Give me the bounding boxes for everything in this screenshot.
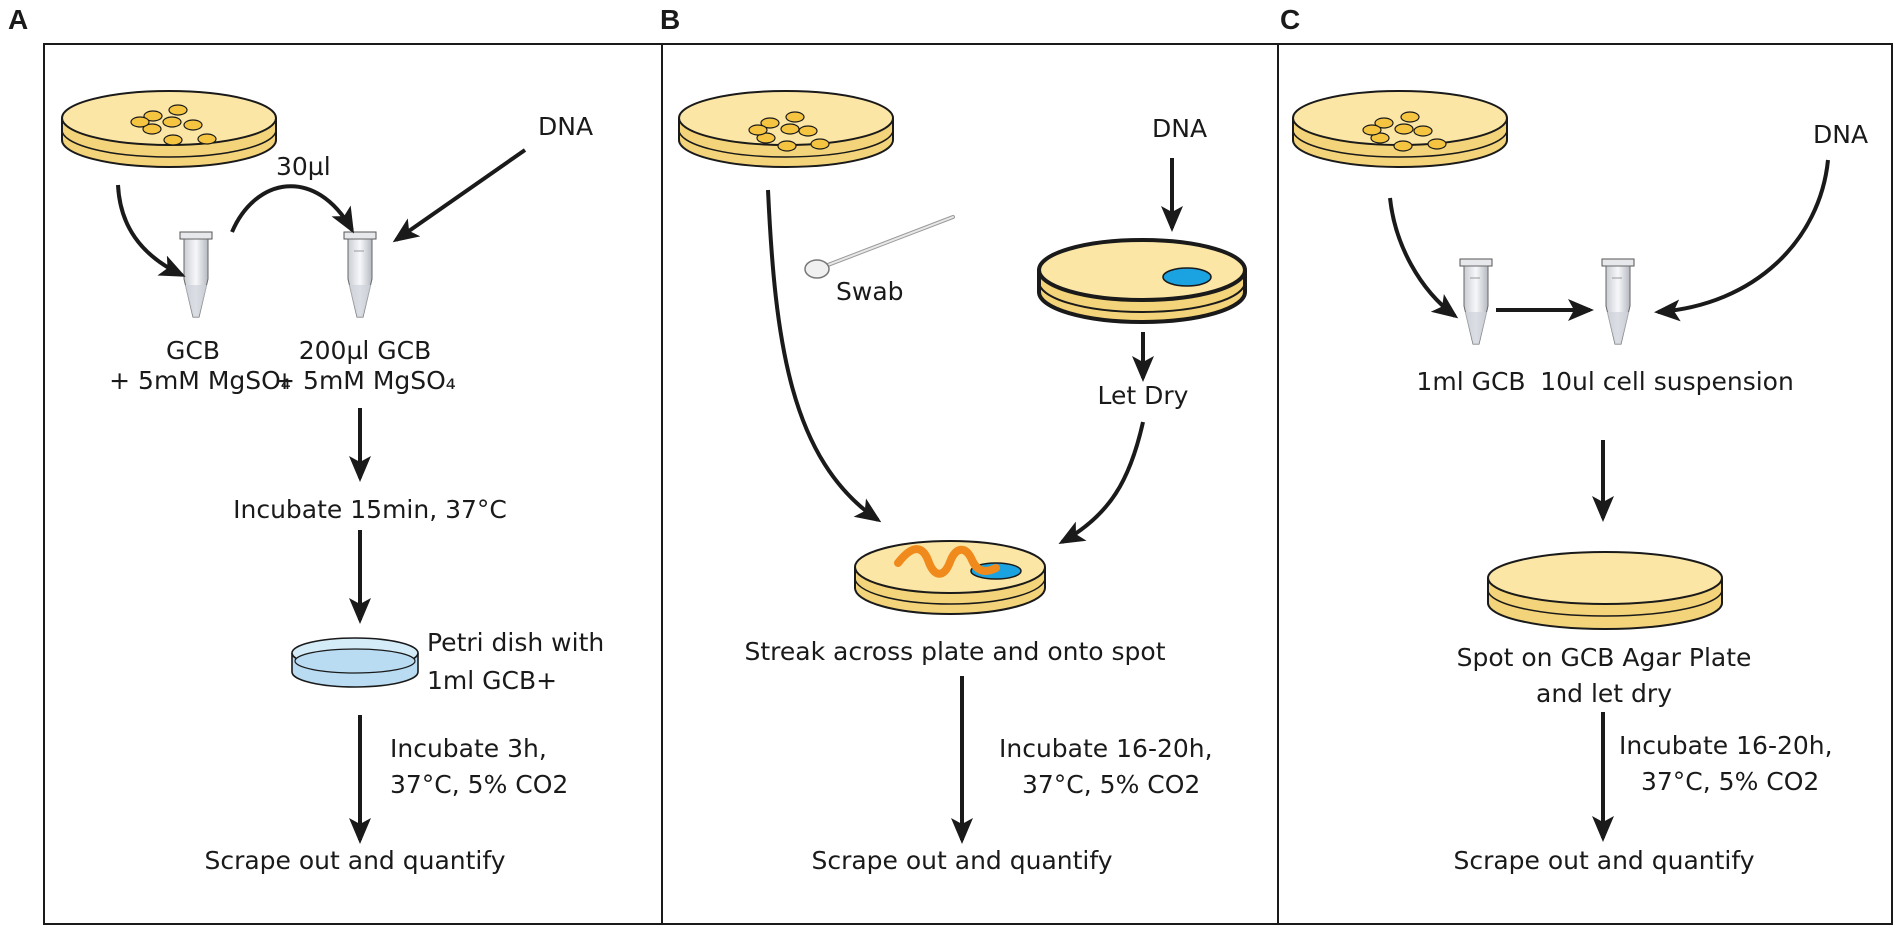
- panel-a-tube2-label-1: 200µl GCB: [298, 336, 432, 365]
- panel-a-tube-2: [343, 231, 377, 318]
- panel-a-petri-label-1: Petri dish with: [427, 628, 605, 657]
- panel-c-tube-2: [1601, 258, 1635, 345]
- panel-a-arrow-plate-to-tube: [116, 184, 186, 277]
- panel-b-streak-label: Streak across plate and onto spot: [744, 637, 1166, 666]
- panel-b-incubate-label-1: Incubate 16-20h,: [999, 734, 1213, 763]
- panel-c-spot-label-2: and let dry: [1536, 679, 1672, 708]
- panel-b-colony-plate: [678, 90, 894, 168]
- panel-b-arrow-plate-to-streak: [766, 189, 882, 523]
- panel-a-incubate2-label-2: 37°C, 5% CO2: [390, 770, 569, 799]
- panel-c-border: [1277, 43, 1893, 925]
- panel-a-border: [43, 43, 663, 925]
- panel-c-scrape-label: Scrape out and quantify: [1453, 846, 1755, 875]
- panel-a-tube1-label-1: GCB: [166, 336, 220, 365]
- panel-c-colony-plate: [1292, 90, 1508, 168]
- panel-a-dna-label: DNA: [538, 112, 594, 141]
- panel-b-let-dry-label: Let Dry: [1097, 381, 1189, 410]
- panel-b-arrow-dry-to-streak: [1058, 421, 1145, 544]
- panel-a-arrow-dna: [392, 148, 527, 243]
- panel-a-tube2-label-2: + 5mM MgSO₄: [274, 366, 456, 395]
- panel-c-incubate-label-1: Incubate 16-20h,: [1619, 731, 1833, 760]
- panel-c-arrow-dna: [1654, 159, 1830, 322]
- panel-a-arrow-30ul: [230, 184, 354, 234]
- panel-c-tube1-label: 1ml GCB: [1416, 367, 1526, 396]
- panel-a-incubate-label: Incubate 15min, 37°C: [233, 495, 507, 524]
- panel-a-petri-label-2: 1ml GCB+: [427, 666, 558, 695]
- panel-a-tube1-label-2: + 5mM MgSO₄: [109, 366, 291, 395]
- panel-a-colony-plate: [61, 90, 277, 168]
- panel-b-swab-icon: [804, 215, 955, 279]
- panel-c-arrow-plate-to-tube: [1388, 197, 1459, 319]
- panel-a-incubate2-label-1: Incubate 3h,: [390, 734, 547, 763]
- panel-b-letter: B: [660, 4, 681, 35]
- panel-c-agar-plate: [1487, 551, 1723, 630]
- panel-a-letter: A: [8, 4, 29, 35]
- panel-b-swab-label: Swab: [836, 277, 904, 306]
- panel-c-dna-label: DNA: [1813, 120, 1869, 149]
- panel-b-dna-plate: [1037, 238, 1247, 324]
- panel-c-tube2-label: 10ul cell suspension: [1540, 367, 1794, 396]
- panel-a-blue-petri-dish: [291, 637, 419, 688]
- panel-b-streak-plate: [854, 540, 1046, 615]
- panel-b-scrape-label: Scrape out and quantify: [811, 846, 1113, 875]
- panel-a-tube-1: [179, 231, 213, 318]
- panel-c-spot-label-1: Spot on GCB Agar Plate: [1456, 643, 1752, 672]
- panel-b-incubate-label-2: 37°C, 5% CO2: [1022, 770, 1201, 799]
- panel-c-letter: C: [1280, 4, 1301, 35]
- panel-b-dna-label: DNA: [1152, 114, 1208, 143]
- panel-a-30ul-label: 30µl: [276, 152, 331, 181]
- panel-a-scrape-label: Scrape out and quantify: [204, 846, 506, 875]
- panel-c-incubate-label-2: 37°C, 5% CO2: [1641, 767, 1820, 796]
- panel-c-tube-1: [1459, 258, 1493, 345]
